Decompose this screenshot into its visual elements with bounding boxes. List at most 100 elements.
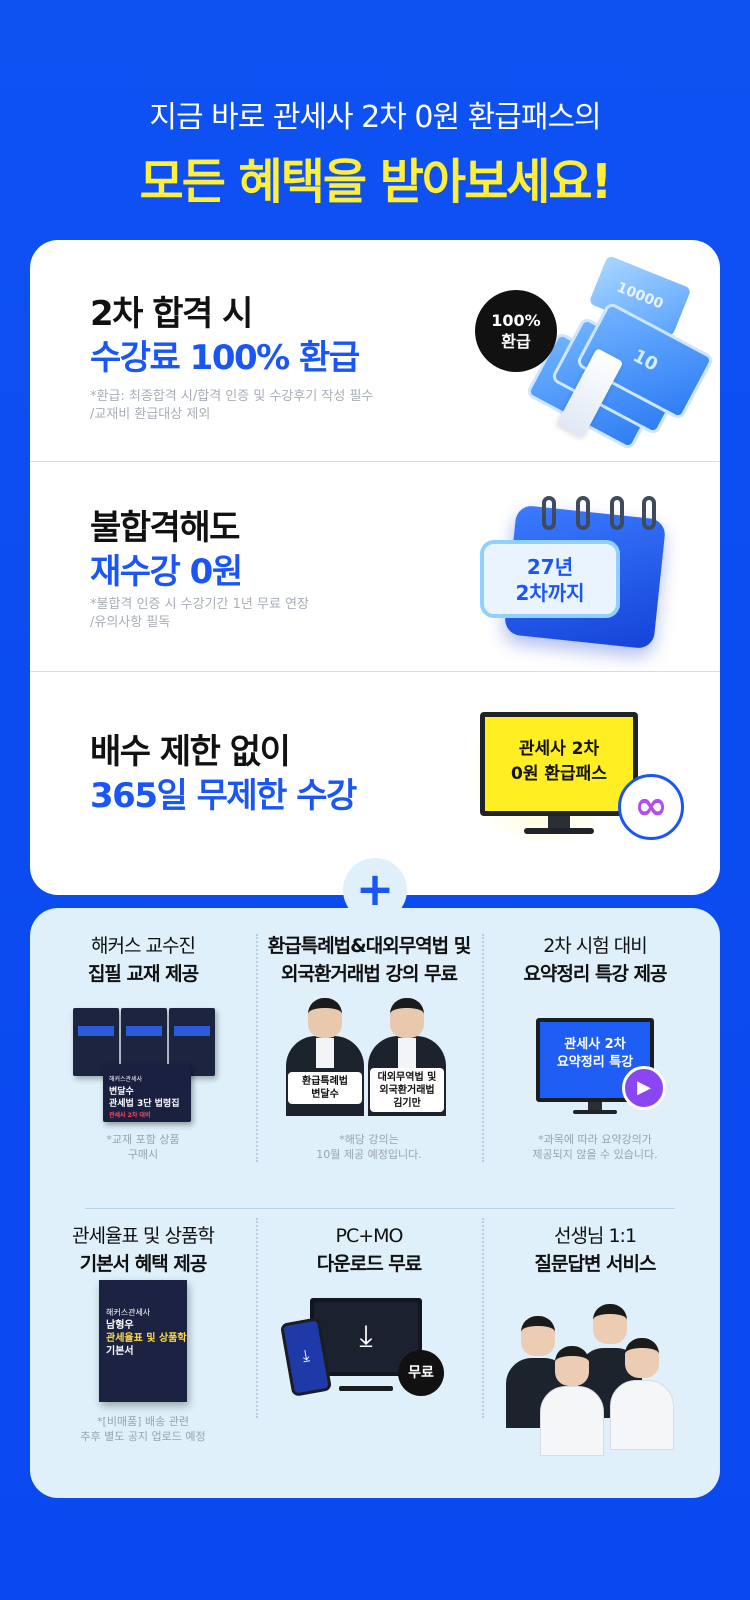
extra-summary-note1: *과목에 따라 요약강의가 [538, 1133, 652, 1146]
basic-book-line2: 남형우 [106, 1320, 134, 1331]
summary-monitor-foot [573, 1110, 617, 1114]
extra-free-lectures: 환급특례법&대외무역법 및 외국환거래법 강의 무료 환급특례법 변달수 대외무… [256, 908, 482, 1198]
basic-book-line1: 해커스관세사 [106, 1308, 151, 1317]
extra-textbook-note: *교재 포함 상품 구매시 [30, 1132, 256, 1162]
benefit-retake-line2: 재수강 0원 [90, 552, 243, 592]
lecturer-photo: 대외무역법 및 외국환거래법 김기만 [368, 998, 446, 1116]
pc-foot [339, 1386, 393, 1391]
lecturer2-line3: 김기만 [393, 1098, 421, 1109]
summary-screen-line1: 관세사 2차 [564, 1037, 626, 1052]
refund-badge-line1: 100% [491, 311, 541, 330]
summary-screen-line2: 요약정리 특강 [556, 1055, 634, 1070]
extra-basic-book-note2: 추후 별도 공지 업로드 예정 [80, 1430, 206, 1443]
calendar-ring [576, 496, 590, 530]
extra-lectures-title: 환급특례법&대외무역법 및 외국환거래법 강의 무료 [256, 932, 482, 988]
benefit-unlimited-line1: 배수 제한 없이 [90, 732, 291, 772]
refund-badge: 100% 환급 [475, 290, 557, 372]
extra-qna: 선생님 1:1 질문답변 서비스 [482, 1208, 708, 1498]
benefit-refund: 2차 합격 시 수강료 100% 환급 *환급: 최종합격 시/합격 인증 및 … [30, 240, 720, 462]
book-main-cover: 해커스관세사 변달수 관세법 3단 법령집 관세사 2차 대비 [103, 1064, 191, 1122]
monitor-neck [548, 816, 570, 830]
extra-textbook: 해커스 교수진 집필 교재 제공 해커스관세사 변달수 관세법 3단 법령집 관… [30, 908, 256, 1198]
lecturer1-line1: 환급특례법 [302, 1076, 348, 1087]
free-badge: 무료 [398, 1350, 444, 1396]
divider [256, 934, 258, 1162]
calendar-ring [610, 496, 624, 530]
benefit-unlimited: 배수 제한 없이 365일 무제한 수강 관세사 2차 0원 환급패스 ∞ [30, 672, 720, 895]
extra-benefits-card: 해커스 교수진 집필 교재 제공 해커스관세사 변달수 관세법 3단 법령집 관… [30, 908, 720, 1498]
book-main-line1: 해커스관세사 [109, 1076, 143, 1083]
extra-summary-title: 2차 시험 대비 요약정리 특강 제공 [482, 932, 708, 988]
benefit-refund-note: *환급: 최종합격 시/합격 인증 및 수강후기 작성 필수 /교재비 환급대상… [90, 388, 373, 424]
extra-summary-title1: 2차 시험 대비 [543, 935, 648, 957]
extra-download-title: PC+MO 다운로드 무료 [256, 1222, 482, 1278]
benefit-refund-line1: 2차 합격 시 [90, 294, 253, 334]
extra-basic-book-title2: 기본서 혜택 제공 [79, 1253, 208, 1275]
extra-basic-book: 관세율표 및 상품학 기본서 혜택 제공 해커스관세사 남형우 관세율표 및 상… [30, 1208, 256, 1498]
extra-qna-title2: 질문답변 서비스 [534, 1253, 657, 1275]
extra-download: PC+MO 다운로드 무료 ⤓ ⤓ 무료 [256, 1208, 482, 1498]
benefit-unlimited-line2: 365일 무제한 수강 [90, 776, 357, 816]
benefit-retake-note1: *불합격 인증 시 수강기간 1년 무료 연장 [90, 597, 309, 612]
extra-basic-book-title: 관세율표 및 상품학 기본서 혜택 제공 [30, 1222, 256, 1278]
extra-textbook-title1: 해커스 교수진 [91, 935, 196, 957]
hero-title: 모든 혜택을 받아보세요! [139, 154, 613, 210]
basic-book-line3: 관세율표 및 상품학 [106, 1333, 187, 1344]
main-benefits-card: 2차 합격 시 수강료 100% 환급 *환급: 최종합격 시/합격 인증 및 … [30, 240, 720, 895]
benefit-retake: 불합격해도 재수강 0원 *불합격 인증 시 수강기간 1년 무료 연장 /유의… [30, 462, 720, 672]
benefit-refund-note1: *환급: 최종합격 시/합격 인증 및 수강후기 작성 필수 [90, 389, 374, 404]
extra-lectures-note2: 10월 제공 예정입니다. [316, 1148, 422, 1161]
calendar-ring [642, 496, 656, 530]
benefit-retake-note: *불합격 인증 시 수강기간 1년 무료 연장 /유의사항 필독 [90, 596, 309, 632]
monitor-line1: 관세사 2차 [518, 739, 600, 759]
monitor-screen: 관세사 2차 0원 환급패스 [480, 712, 638, 816]
hero-subtitle: 지금 바로 관세사 2차 0원 환급패스의 [149, 100, 601, 135]
extra-summary-note: *과목에 따라 요약강의가 제공되지 않을 수 있습니다. [482, 1132, 708, 1162]
book-cover [169, 1008, 215, 1076]
calendar-label: 27년 2차까지 [480, 540, 620, 618]
lecturer-label: 대외무역법 및 외국환거래법 김기만 [370, 1068, 444, 1112]
summary-monitor-neck [588, 1102, 602, 1112]
book-main-line2: 변달수 [109, 1087, 134, 1097]
extra-textbook-note1: *교재 포함 상품 [106, 1133, 180, 1146]
extra-qna-title1: 선생님 1:1 [553, 1225, 637, 1247]
divider [482, 1218, 484, 1418]
extra-textbook-title: 해커스 교수진 집필 교재 제공 [30, 932, 256, 988]
monitor-line2: 0원 환급패스 [511, 764, 607, 784]
extra-download-title1: PC+MO [335, 1225, 404, 1247]
lecturer-photo: 환급특례법 변달수 [286, 998, 364, 1116]
extra-lectures-title2: 외국환거래법 강의 무료 [280, 963, 458, 985]
basic-book-cover: 해커스관세사 남형우 관세율표 및 상품학 기본서 [99, 1280, 187, 1402]
summary-monitor-screen: 관세사 2차 요약정리 특강 [536, 1018, 654, 1102]
benefit-retake-line1: 불합격해도 [90, 508, 240, 548]
extra-basic-book-note: *[비매품] 배송 관련 추후 별도 공지 업로드 예정 [30, 1414, 256, 1444]
benefit-retake-note2: /유의사항 필독 [90, 615, 171, 630]
extra-textbook-note2: 구매시 [127, 1148, 159, 1161]
extra-summary-lecture: 2차 시험 대비 요약정리 특강 제공 관세사 2차 요약정리 특강 ▶ *과목… [482, 908, 708, 1198]
monitor-illustration: 관세사 2차 0원 환급패스 ∞ [460, 702, 690, 872]
extra-lectures-note: *해당 강의는 10월 제공 예정입니다. [256, 1132, 482, 1162]
calendar-line1: 27년 [526, 555, 574, 579]
lecturer2-line2: 외국환거래법 [379, 1085, 435, 1096]
calendar-icon: 27년 2차까지 [480, 492, 670, 652]
basic-book-line4: 기본서 [106, 1346, 134, 1357]
extra-lectures-note1: *해당 강의는 [339, 1133, 399, 1146]
divider [482, 934, 484, 1162]
lecturer2-line1: 대외무역법 및 [377, 1072, 437, 1083]
benefit-refund-line2: 수강료 100% 환급 [90, 338, 360, 378]
download-icon: ⤓ [310, 1298, 422, 1376]
lecturer1-line2: 변달수 [311, 1089, 339, 1100]
monitor-foot [524, 828, 594, 834]
divider [85, 1208, 675, 1209]
extra-download-title2: 다운로드 무료 [316, 1253, 423, 1275]
book-main-line4: 관세사 2차 대비 [109, 1112, 151, 1119]
extra-qna-title: 선생님 1:1 질문답변 서비스 [482, 1222, 708, 1278]
extra-lectures-title1: 환급특례법&대외무역법 및 [267, 935, 471, 957]
lecturer-label: 환급특례법 변달수 [288, 1072, 362, 1104]
money-illustration: 10000 10 100% 환급 [475, 255, 715, 451]
play-icon: ▶ [622, 1066, 666, 1110]
extra-basic-book-note1: *[비매품] 배송 관련 [97, 1415, 189, 1428]
divider [256, 1218, 258, 1418]
extra-basic-book-title1: 관세율표 및 상품학 [72, 1225, 215, 1247]
plus-icon: + [343, 858, 407, 922]
